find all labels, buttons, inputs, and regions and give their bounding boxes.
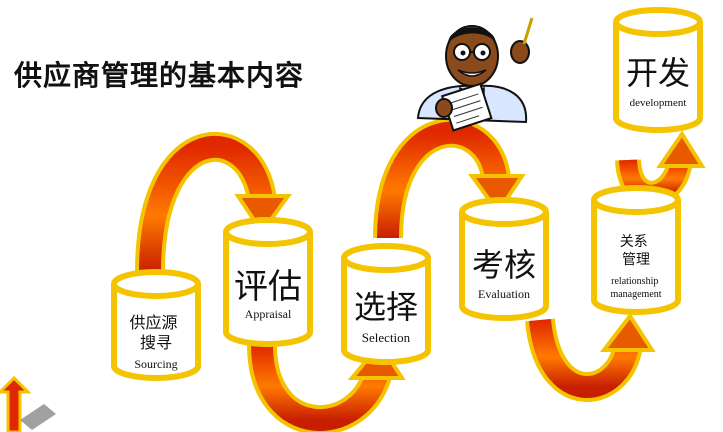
step-relationship: 关系 管理 relationship management — [591, 185, 681, 315]
step-selection-en: Selection — [362, 330, 411, 345]
corner-arrow-decoration — [0, 375, 56, 432]
flow-arrows — [135, 117, 706, 432]
arrow-relationship-to-development — [615, 130, 706, 207]
step-evaluation-label: 考核 — [472, 246, 536, 284]
arrow-sourcing-to-appraisal — [135, 131, 292, 273]
presenter-cartoon-icon — [416, 17, 534, 132]
process-steps: 供应源 搜寻 Sourcing 评估 Appraisal 选择 Selectio… — [111, 7, 703, 381]
step-relationship-label: 关系 管理 — [620, 234, 652, 268]
step-sourcing-en: Sourcing — [134, 357, 177, 371]
page-title: 供应商管理的基本内容 — [14, 59, 305, 92]
arrow-evaluation-to-relationship — [525, 312, 656, 402]
arrow-selection-to-evaluation — [373, 117, 526, 239]
step-sourcing: 供应源 搜寻 Sourcing — [111, 269, 201, 381]
step-appraisal-label: 评估 — [234, 267, 302, 307]
step-relationship-en: relationship management — [610, 276, 661, 300]
step-appraisal: 评估 Appraisal — [223, 217, 313, 347]
step-sourcing-label: 供应源 搜寻 — [129, 313, 182, 352]
step-evaluation: 考核 Evaluation — [459, 197, 549, 321]
step-selection: 选择 Selection — [341, 243, 431, 365]
step-development: 开发 development — [613, 7, 703, 133]
step-appraisal-en: Appraisal — [245, 307, 292, 321]
step-evaluation-en: Evaluation — [478, 287, 530, 301]
step-development-label: 开发 — [626, 54, 690, 92]
step-selection-label: 选择 — [354, 288, 418, 326]
step-development-en: development — [630, 97, 687, 109]
